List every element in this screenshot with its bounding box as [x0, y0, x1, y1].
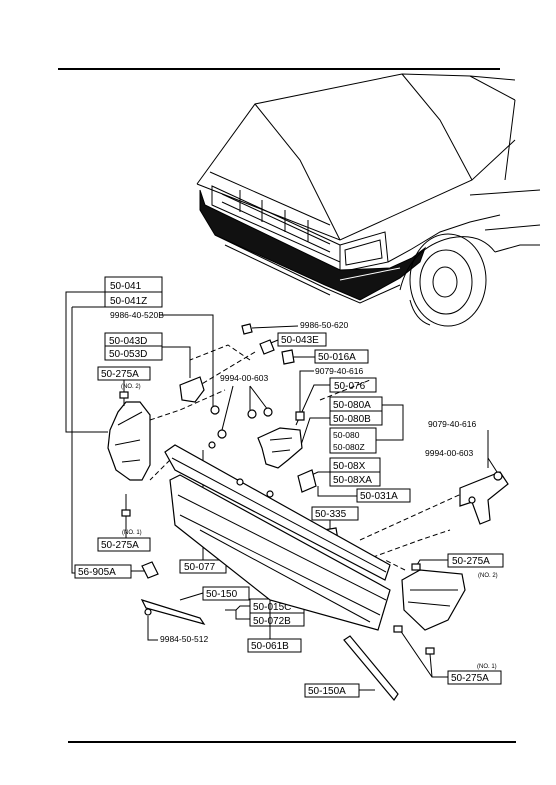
callout-9079-40-616-b: 9079-40-616 [428, 419, 476, 429]
callout-50-275a-4-note: (NO. 1) [477, 664, 497, 670]
callout-50-015c: 50-015C [253, 602, 291, 613]
callout-50-080: 50-080 [333, 430, 360, 440]
callout-50-080a: 50-080A [333, 400, 371, 411]
callout-50-072b: 50-072B [253, 616, 291, 627]
callout-50-275a-1: 50-275A [101, 369, 139, 380]
callout-50-041z: 50-041Z [110, 296, 147, 307]
callout-50-076: 50-076 [334, 381, 366, 392]
callout-50-080z: 50-080Z [333, 442, 365, 452]
truck-illustration [196, 73, 541, 327]
callout-50-275a-1-note: (NO. 2) [121, 384, 141, 390]
callout-50-275a-3-note: (NO. 2) [478, 573, 498, 579]
leader-lines [65, 291, 498, 691]
callout-50-150: 50-150 [206, 589, 238, 600]
callout-50-053d: 50-053D [109, 349, 147, 360]
callout-9986-50-620: 9986-50-620 [300, 320, 348, 330]
callout-50-275a-4: 50-275A [451, 673, 489, 684]
callout-50-043d: 50-043D [109, 336, 147, 347]
bumper-parts [107, 323, 509, 702]
callout-9994-00-603-b: 9994-00-603 [425, 448, 473, 458]
callout-50-041-group: 50-041 50-041Z [104, 276, 163, 308]
callout-50-08xa: 50-08XA [333, 475, 372, 486]
callout-50-041: 50-041 [110, 281, 142, 292]
callout-50-150a: 50-150A [308, 686, 346, 697]
callout-50-031a: 50-031A [360, 491, 398, 502]
callout-9986-40-520b: 9986-40-520B [110, 310, 164, 320]
callout-50-043e: 50-043E [281, 335, 319, 346]
callout-50-335: 50-335 [315, 509, 347, 520]
callout-50-061b: 50-061B [251, 641, 289, 652]
callout-50-275a-2: 50-275A [101, 540, 139, 551]
callout-9079-40-616-a: 9079-40-616 [315, 366, 363, 376]
callout-50-275a-2-note: (NO. 1) [122, 530, 142, 536]
callout-56-905a: 56-905A [78, 567, 116, 578]
callout-50-080b: 50-080B [333, 414, 371, 425]
callout-50-077: 50-077 [184, 562, 216, 573]
callout-50-016a: 50-016A [318, 352, 356, 363]
callout-50-275a-3: 50-275A [452, 556, 490, 567]
callout-9994-00-603-a: 9994-00-603 [220, 373, 268, 383]
callout-50-08x: 50-08X [333, 461, 366, 472]
callout-9984-50-512: 9984-50-512 [160, 634, 208, 644]
